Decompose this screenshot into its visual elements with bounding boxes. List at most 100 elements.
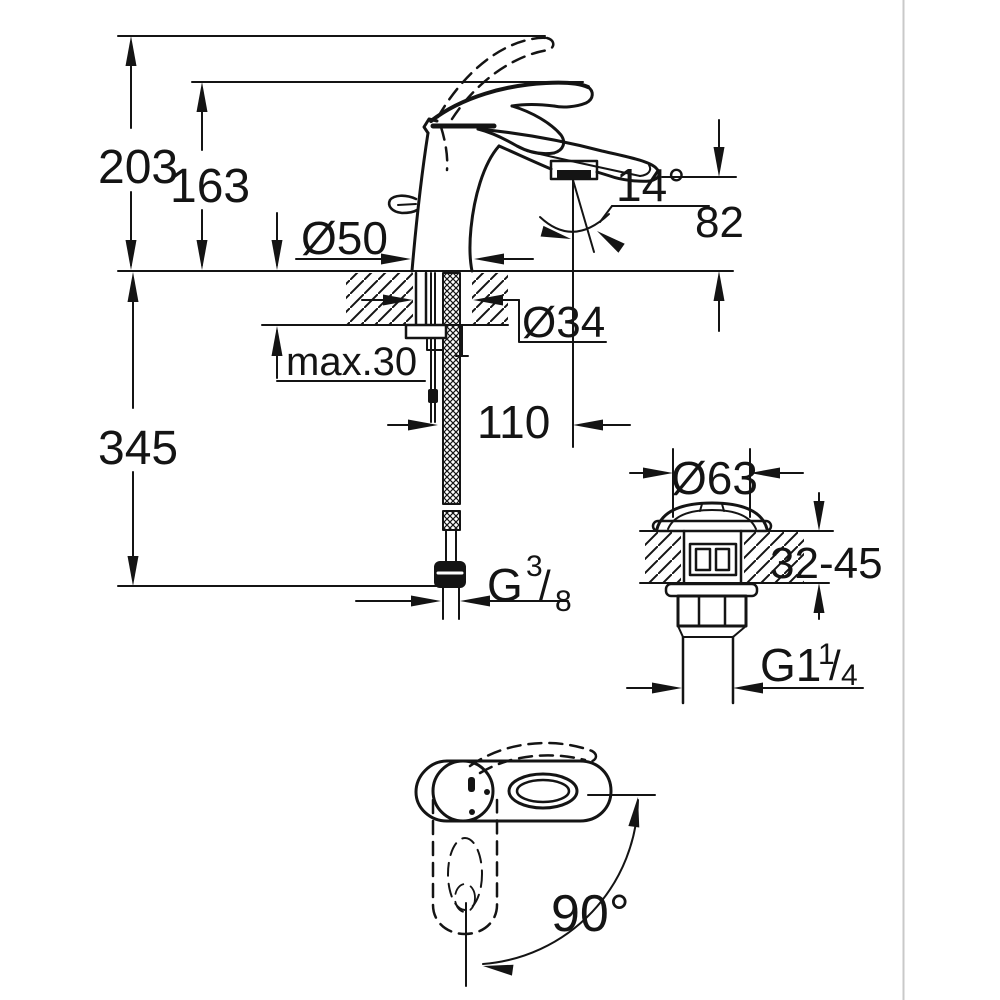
g114-slash: / [829, 642, 841, 689]
drain-window [688, 542, 738, 577]
popup-rod-knob [387, 194, 419, 215]
spout-underside-left [497, 144, 553, 171]
dim-label-d63: Ø63 [671, 452, 758, 504]
arrow-82-top [713, 147, 725, 177]
arrow-g38-right [460, 595, 490, 607]
dim-label-90deg: 90° [551, 885, 630, 943]
dim-label-14deg: 14° [616, 159, 686, 211]
arrow-14-leader [597, 231, 625, 253]
mounting-step-right [455, 324, 469, 357]
raised-handle-tip [545, 36, 555, 52]
arrow-max30-top [271, 240, 283, 270]
top-handle-down-inner2-dashed [454, 883, 476, 913]
drain-window-sq1 [694, 547, 712, 572]
flex-hose-braid [442, 272, 461, 505]
dim-label-82: 82 [695, 198, 744, 247]
top-dot-1 [484, 789, 490, 795]
g114-prefix: G1 [760, 639, 821, 691]
g38-numerator: 3 [526, 550, 543, 583]
top-outline [414, 759, 613, 823]
arrow-203-top [125, 36, 137, 66]
dim-label-g38: G 3 / 8 [487, 550, 572, 618]
arrow-d50-right [474, 253, 504, 265]
popup-rod-cap [428, 389, 438, 403]
drain-hex-nut [676, 594, 748, 628]
linework [117, 35, 864, 987]
dimension-labels: 203 163 Ø50 max.30 Ø34 345 110 14° 82 G … [98, 141, 883, 943]
top-handle-oval-inner [515, 778, 571, 804]
drain-window-sq2 [714, 547, 731, 572]
top-handle-raised-dash2 [478, 754, 587, 775]
arrow-g38-left [411, 595, 441, 607]
handle-raised-dashed [436, 36, 555, 172]
dim-label-max30: max.30 [286, 340, 417, 384]
drain-washer [664, 582, 759, 598]
popup-rod-knob-inner [397, 203, 417, 206]
spout-axis-tilted [572, 179, 595, 253]
drain-hatch-left [645, 531, 681, 583]
g114-numerator: 1 [818, 638, 835, 671]
dim-label-g114: G1 1 / 4 [760, 638, 858, 692]
mounting-washer [404, 323, 448, 340]
arrow-d34-left [383, 294, 413, 306]
top-view [414, 741, 656, 987]
aerator-outline [549, 159, 599, 181]
top-dot-2 [469, 809, 475, 815]
arrow-max30-bottom [271, 326, 283, 356]
drain-dome-inner [667, 509, 757, 530]
g114-denominator: 4 [841, 659, 858, 692]
arrow-82-bottom [713, 271, 725, 301]
arrowheads [125, 36, 825, 976]
top-handle-oval-outer [507, 772, 579, 810]
flex-hose-braid-2 [442, 510, 461, 531]
top-bar-mark [468, 777, 475, 792]
arrow-d50-left [381, 253, 411, 265]
dim-label-d34: Ø34 [522, 298, 605, 347]
spout-nose-inner [639, 164, 652, 177]
mounting-step-left [426, 337, 444, 351]
arrow-g114-left [652, 682, 682, 694]
arrow-d63-left [643, 467, 673, 479]
g38-prefix: G [487, 559, 523, 611]
spout-nose-underside [595, 170, 652, 183]
countertop-and-hardware [117, 270, 734, 620]
arrow-110-right [573, 419, 603, 431]
top-body-circle [431, 759, 495, 823]
dim-d34-leader [518, 299, 607, 343]
body-right-edge [468, 144, 501, 273]
g38-denominator: 8 [555, 585, 572, 618]
handle-loop-inner [476, 127, 556, 156]
dim-90-arc [482, 799, 639, 965]
handle-tip-curl [552, 85, 594, 109]
g38-slash: / [539, 562, 551, 609]
arrow-203-bottom [125, 240, 137, 270]
dim-14-arc [539, 213, 610, 233]
body-left-edge [410, 131, 430, 273]
drain-nut-taper [677, 625, 747, 638]
arrow-3245-bottom [813, 583, 825, 613]
arrow-345-bottom [127, 556, 139, 586]
handle-top-edge [429, 80, 590, 123]
top-handle-down-inner-dashed [447, 837, 483, 911]
arrow-d34-right [473, 294, 503, 306]
dim-label-110: 110 [477, 396, 550, 448]
drain-dome-ticks [699, 503, 725, 512]
drain-hatch-right [744, 531, 804, 583]
arrow-345-top [127, 272, 139, 302]
arrow-163-top [196, 82, 208, 112]
top-handle-raised-dash1 [468, 741, 594, 768]
top-handle-raised-tip [587, 749, 598, 764]
spout-top-edge [476, 127, 661, 183]
dim-label-3245: 32-45 [770, 539, 883, 588]
arrow-163-bottom [196, 240, 208, 270]
raised-handle-lower [450, 48, 551, 121]
aerator-slot [557, 170, 591, 178]
arrow-d63-right [750, 467, 780, 479]
raised-handle-upper [436, 36, 549, 119]
raised-handle-root [439, 125, 449, 172]
dim-label-163: 163 [170, 160, 250, 213]
drain-dome [655, 501, 769, 531]
handle-inner-top [510, 103, 556, 108]
drain-detail-view [626, 448, 864, 705]
